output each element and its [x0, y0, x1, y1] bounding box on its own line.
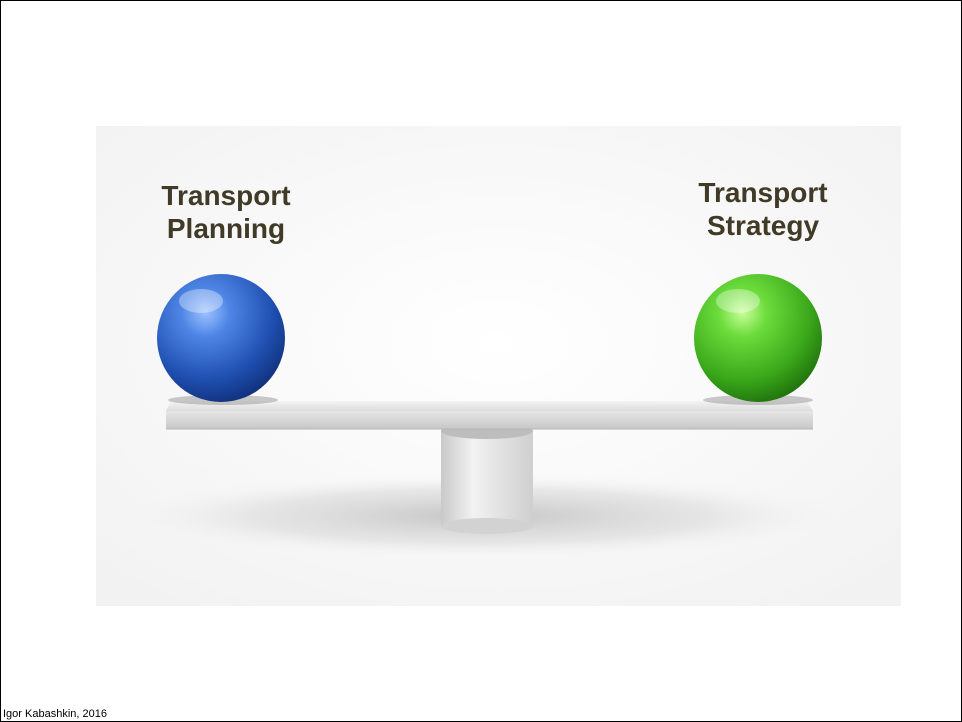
fulcrum [441, 423, 533, 534]
right-label-line2: Strategy [706, 210, 820, 241]
blue-sphere [157, 274, 285, 402]
left-label-transport-planning: Transport Planning [136, 179, 316, 245]
footer-author: Igor Kabashkin, 2016 [3, 708, 107, 720]
green-sphere [694, 274, 822, 402]
seesaw-plank [166, 401, 813, 430]
right-label-line1: Transport [698, 177, 828, 208]
left-label-line2: Planning [166, 213, 286, 244]
right-label-transport-strategy: Transport Strategy [673, 176, 853, 242]
left-label-line1: Transport [161, 180, 291, 211]
